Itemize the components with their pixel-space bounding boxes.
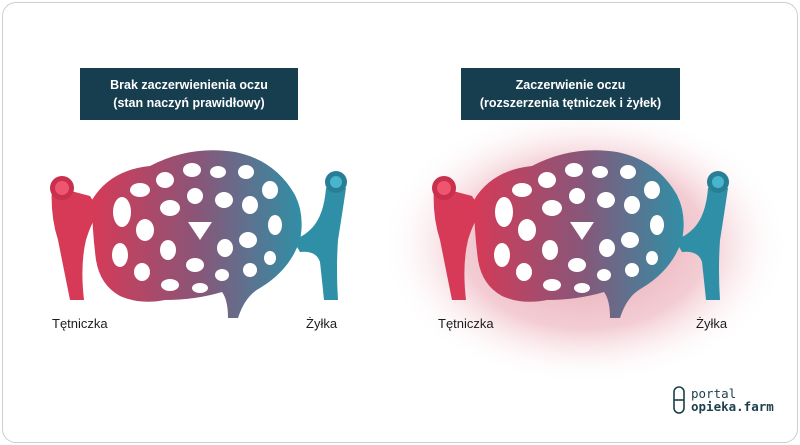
vein-label-redness: Żyłka <box>696 316 728 331</box>
artery-label-redness: Tętniczka <box>438 316 494 331</box>
title-normal-line1: Brak zaczerwienienia oczu <box>110 78 268 92</box>
title-normal-line2: (stan naczyń prawidłowy) <box>113 96 265 110</box>
vessels-normal <box>50 150 347 318</box>
title-normal: Brak zaczerwienienia oczu (stan naczyń p… <box>80 68 298 120</box>
title-redness-line2: (rozszerzenia tętniczek i żyłek) <box>479 96 662 110</box>
title-redness-line1: Zaczerwienie oczu <box>515 78 626 92</box>
artery-label-normal: Tętniczka <box>52 316 108 331</box>
vein-label-normal: Żyłka <box>306 316 338 331</box>
brand-line1: portal <box>691 386 737 401</box>
title-redness: Zaczerwienie oczu (rozszerzenia tętnicze… <box>461 68 680 120</box>
brand-line2: opieka.farm <box>691 399 774 414</box>
brand-logo: portal opieka.farm <box>673 386 774 414</box>
capsule-icon <box>673 386 685 414</box>
